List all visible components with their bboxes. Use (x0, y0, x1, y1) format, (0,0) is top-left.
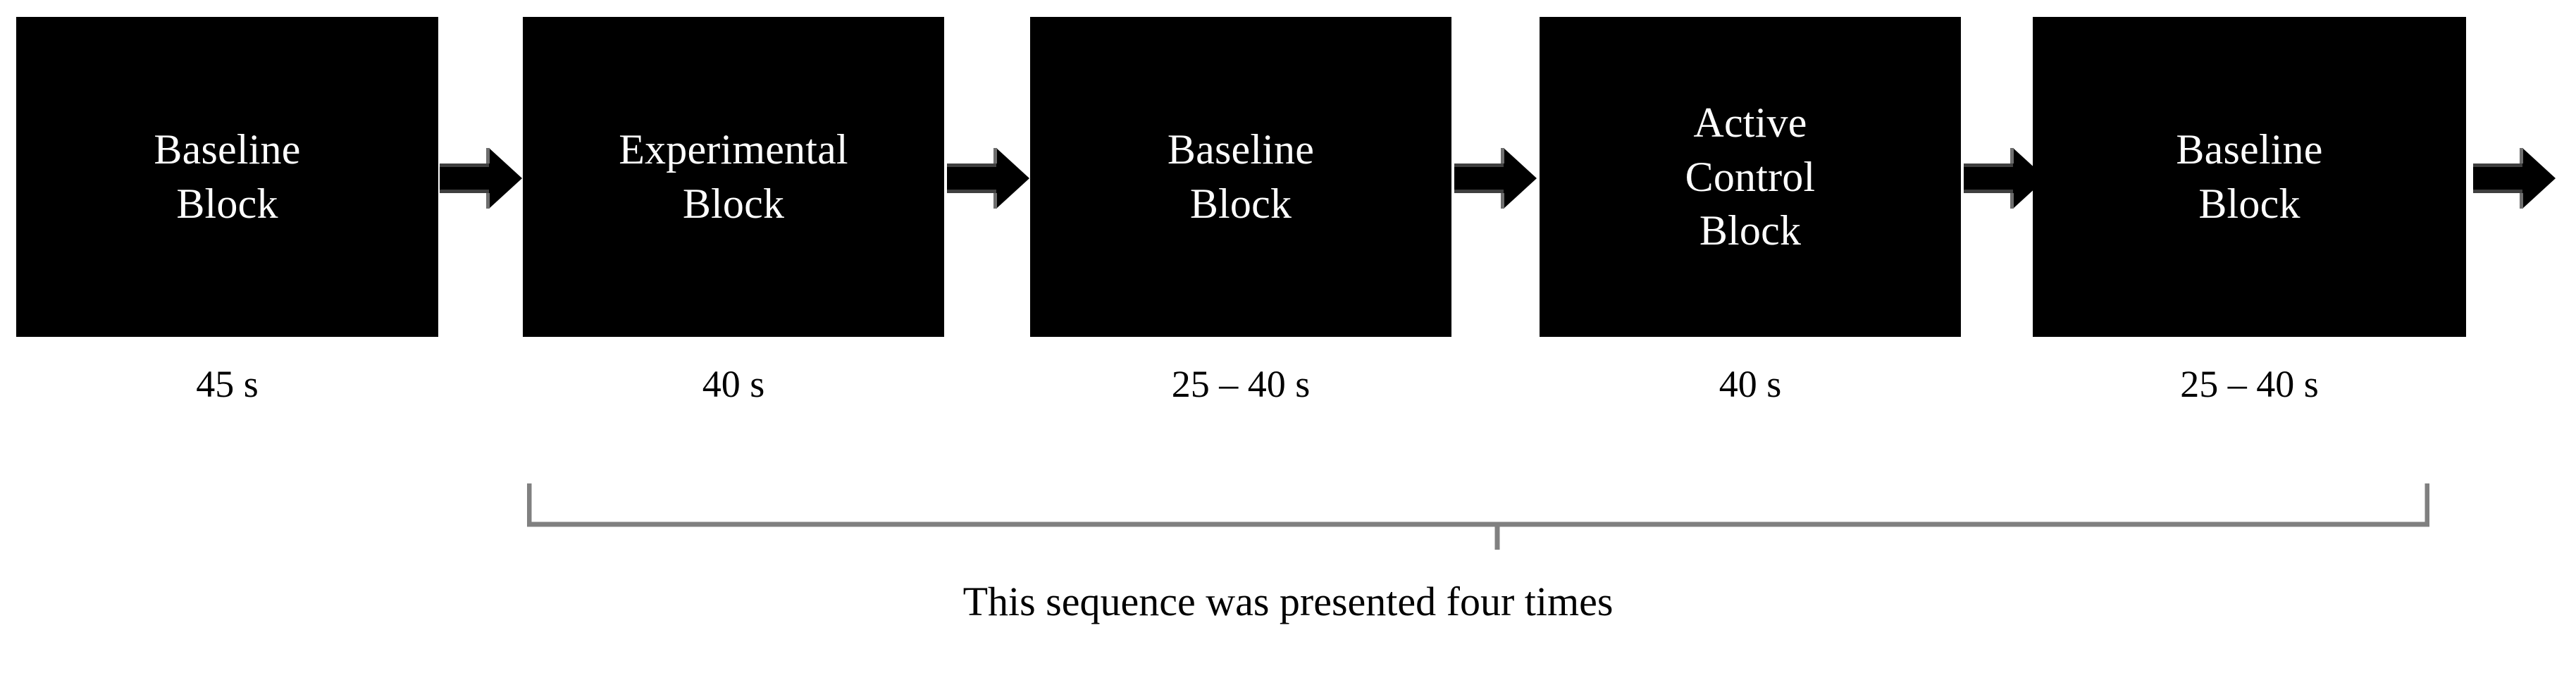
block-label-line: Experimental (619, 126, 848, 173)
block-label-line: Block (176, 180, 278, 227)
duration-label-baseline-2: 25 – 40 s (1171, 363, 1311, 405)
block-label-line: Baseline (2176, 126, 2323, 173)
block-box-baseline-2: Baseline Block (1030, 17, 1451, 337)
duration-label-experimental: 40 s (702, 363, 765, 405)
block-label-line: Active (1693, 99, 1807, 146)
right-arrow-icon (1964, 147, 2047, 210)
right-arrow-icon (440, 147, 523, 210)
block-label-line: Block (1189, 180, 1292, 227)
right-arrow-icon (1454, 147, 1537, 210)
block-box-active-control: Active Control Block (1540, 17, 1961, 337)
right-arrow-icon (2473, 147, 2556, 210)
sequence-bracket (527, 482, 2429, 553)
duration-label-active-control: 40 s (1719, 363, 1782, 405)
right-arrow-icon (947, 147, 1030, 210)
duration-label-baseline-3: 25 – 40 s (2180, 363, 2319, 405)
block-box-baseline-3: Baseline Block (2033, 17, 2466, 337)
block-label-line: Block (1699, 207, 1802, 254)
block-label-line: Block (682, 180, 785, 227)
block-label-line: Control (1685, 153, 1816, 200)
duration-label-baseline-1: 45 s (196, 363, 259, 405)
block-box-experimental: Experimental Block (523, 17, 944, 337)
block-label-line: Block (2198, 180, 2301, 227)
block-label-line: Baseline (1167, 126, 1315, 173)
block-label-line: Baseline (154, 126, 301, 173)
block-box-baseline-1: Baseline Block (16, 17, 438, 337)
sequence-caption: This sequence was presented four times (962, 579, 1614, 624)
